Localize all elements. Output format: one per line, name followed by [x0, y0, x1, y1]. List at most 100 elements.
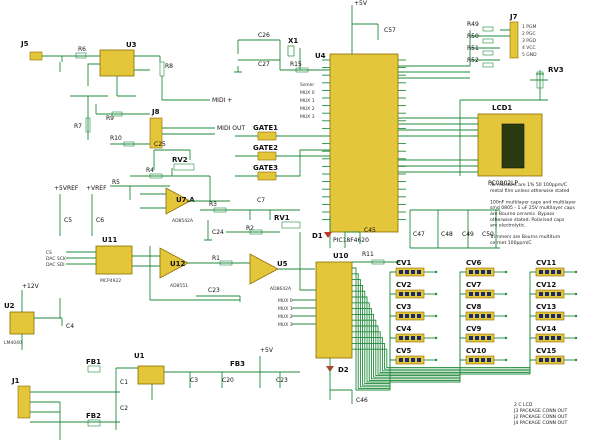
rv2-label: RV2	[172, 156, 188, 164]
c24-label: C23	[208, 287, 220, 294]
gate3-connector: GATE3	[253, 164, 278, 181]
cv-label: CV12	[536, 281, 556, 289]
cv-output-cv14: CV14	[535, 325, 578, 343]
j5-connector: J5	[20, 40, 43, 61]
r15-label: R15	[290, 61, 302, 68]
note-line: metal film unless otherwise stated	[490, 188, 570, 194]
svg-text:DAC SDI: DAC SDI	[46, 262, 65, 268]
fb2-label: FB2	[86, 412, 101, 420]
cv-output-cv2: CV2	[395, 281, 438, 299]
cv-label: CV6	[466, 259, 482, 267]
x1-label: X1	[288, 37, 298, 45]
r10-label: R10	[110, 135, 122, 142]
u11-part-label: MCP4922	[100, 278, 121, 284]
bottom-supply-label: +5V	[260, 347, 274, 354]
d2-label: D2	[338, 366, 349, 374]
cv-label: CV5	[396, 347, 412, 355]
j7-pin-2: 2 PGC	[522, 31, 536, 37]
u2-chip: U2 LM4040	[4, 302, 35, 346]
note-line: Trimmers are Bourns multiturn	[489, 234, 560, 240]
j7-pin-3: 3 PGD	[522, 38, 536, 44]
note-line: All resistors are 1% 50 100ppm/C	[490, 182, 567, 188]
vref-supply-label: +5VREF	[54, 185, 79, 192]
cv-label: CV11	[536, 259, 556, 267]
u11-label: U11	[102, 236, 118, 244]
cv-label: CV3	[396, 303, 412, 311]
c51-label: C50	[482, 231, 494, 238]
u4-label: U4	[315, 52, 326, 60]
cv-label: CV14	[536, 325, 556, 333]
j7-pin-1: 1 PGM	[522, 24, 536, 30]
j1-label: J1	[11, 377, 20, 385]
u3-label: U3	[126, 41, 137, 49]
u1-label: U1	[134, 352, 145, 360]
rv3-label: RV3	[548, 66, 564, 74]
d1-label: D1	[312, 232, 323, 240]
r51-label: R51	[467, 45, 479, 52]
svg-text:MUX 0: MUX 0	[300, 90, 315, 96]
r3-label: R3	[209, 201, 217, 208]
svg-text:MUX 0: MUX 0	[278, 298, 293, 304]
c45-label: C25	[154, 141, 166, 148]
r8-label: R8	[165, 63, 173, 70]
u5-part-label: AD8642A	[270, 286, 292, 292]
svg-text:MUX 1: MUX 1	[278, 306, 293, 312]
c46-label: C45	[364, 227, 376, 234]
cv-output-cv7: CV7	[465, 281, 508, 299]
cv-output-cv13: CV13	[535, 303, 578, 321]
u10-label: U10	[333, 252, 349, 260]
note-line: are Bourne ceramic. Bypass	[490, 211, 555, 217]
note-line: 100nF multilayer caps and multilayer	[490, 199, 576, 205]
cv-output-cv4: CV4	[395, 325, 438, 343]
c20-label: C20	[222, 377, 234, 384]
u5-label: U5	[277, 260, 288, 268]
c47-label: C46	[356, 397, 368, 404]
r50-label: R50	[467, 33, 479, 40]
r6-label: R6	[78, 46, 86, 53]
r4-label: R4	[146, 167, 154, 174]
lcd1-module: LCD1 PC0802LP	[477, 104, 543, 187]
rv1-label: RV1	[274, 214, 290, 222]
j7-label: J7	[509, 13, 518, 21]
c48-label: C47	[413, 231, 425, 238]
d2-diode: D2	[326, 366, 349, 374]
svg-text:MIDI OUT: MIDI OUT	[217, 125, 245, 132]
cv-label: CV7	[466, 281, 482, 289]
cv-label: CV4	[396, 325, 412, 333]
j8-label: J8	[151, 108, 160, 116]
r52-label: R52	[467, 57, 479, 64]
c27-label: C27	[258, 61, 270, 68]
fb1-label: FB1	[86, 358, 101, 366]
svg-text:DAC SCK: DAC SCK	[46, 256, 67, 262]
lcd1-label: LCD1	[492, 104, 512, 112]
cv-label: CV15	[536, 347, 556, 355]
c50-label: C49	[462, 231, 474, 238]
u2-supply-label: +12V	[22, 283, 40, 290]
r2-label: R2	[246, 225, 254, 232]
gate2-connector: GATE2	[253, 144, 278, 161]
u1-chip: U1	[134, 352, 165, 385]
svg-text:Ssmer: Ssmer	[300, 82, 314, 88]
cv-output-cv3: CV3	[395, 303, 438, 321]
j8-connector: J8	[149, 108, 163, 149]
gate3-label: GATE3	[253, 164, 278, 172]
cv-output-cv9: CV9	[465, 325, 508, 343]
c7-label: C7	[257, 197, 265, 204]
cv-output-cv8: CV8	[465, 303, 508, 321]
bottom-note-line: J3 PACKAGE CONN OUT	[513, 408, 568, 414]
u3-chip: U3	[99, 41, 137, 77]
u5-opamp: U5 AD8642A	[249, 253, 292, 292]
note-line: cermet 100ppm/C	[490, 240, 532, 246]
u12-opamp: U12 AD8551	[159, 247, 189, 289]
c4-label: C4	[66, 323, 74, 330]
bottom-note-line: J4 PACKAGE CONN OUT	[513, 420, 568, 426]
j7-connector: J7	[509, 13, 519, 59]
c49-label: C48	[441, 231, 453, 238]
c23-label: C23	[276, 377, 288, 384]
j1-connector: J1	[11, 377, 31, 419]
cv-label: CV1	[396, 259, 412, 267]
r9-label: R9	[106, 115, 114, 122]
